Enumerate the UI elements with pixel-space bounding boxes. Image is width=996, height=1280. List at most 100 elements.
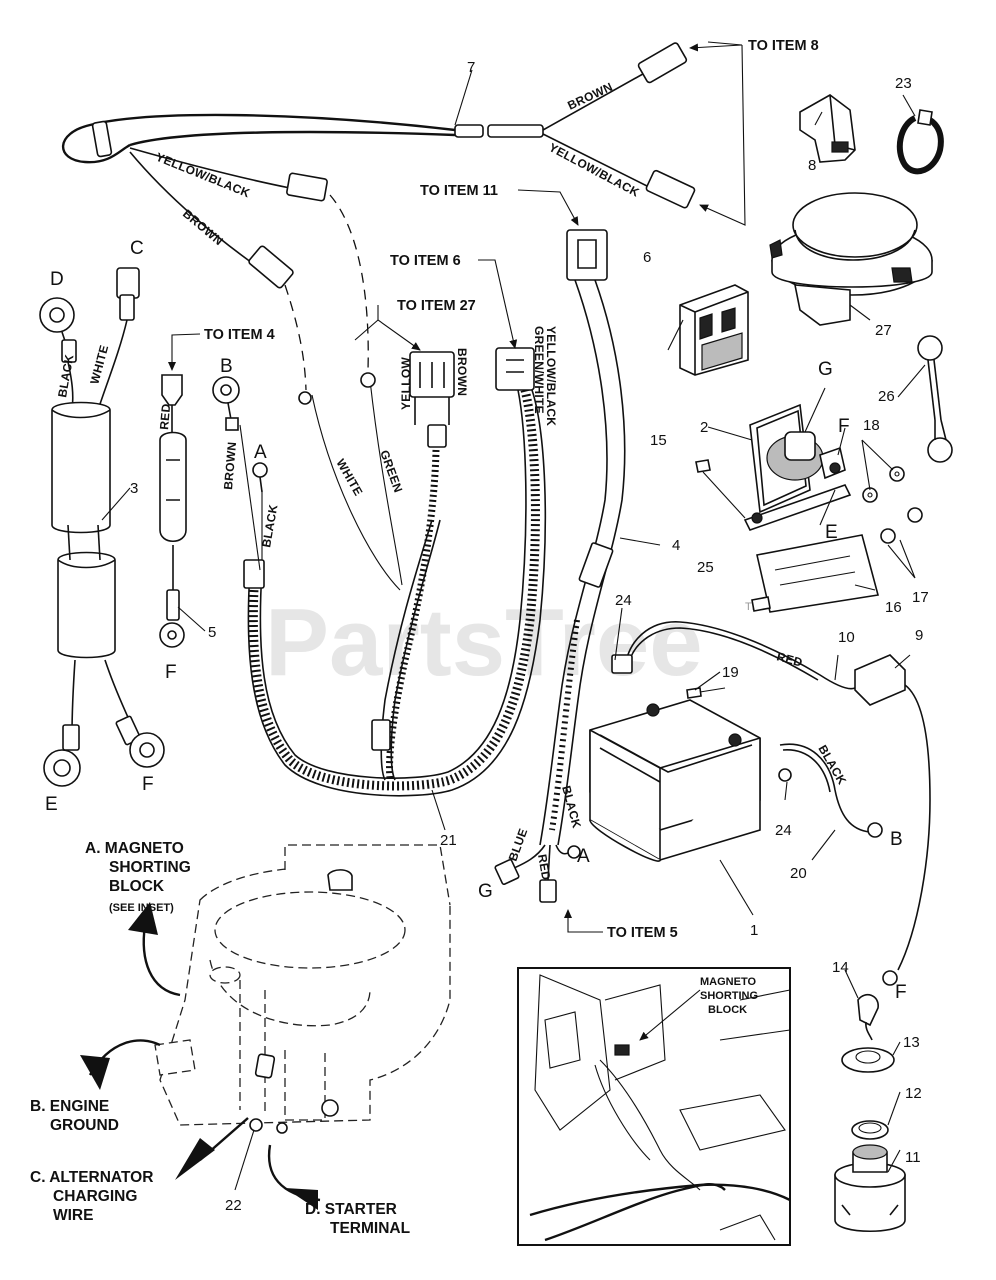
svg-text:21: 21	[440, 832, 457, 849]
svg-text:C. ALTERNATOR: C. ALTERNATOR	[30, 1169, 153, 1186]
svg-text:RED: RED	[157, 403, 173, 430]
harness-item-3	[39, 267, 165, 787]
bracket-item-8	[799, 94, 856, 163]
clip-item-23	[896, 109, 944, 175]
svg-text:E: E	[825, 522, 838, 543]
watermark: PartsTree TM	[265, 589, 761, 696]
svg-text:B: B	[890, 829, 903, 850]
svg-text:17: 17	[912, 589, 929, 606]
svg-text:F: F	[895, 982, 907, 1003]
svg-text:24: 24	[615, 592, 632, 609]
battery-item-1	[589, 699, 761, 862]
svg-text:A. MAGNETO: A. MAGNETO	[85, 840, 184, 857]
svg-text:9: 9	[915, 627, 923, 644]
module-item-27	[769, 192, 933, 326]
engine-callout-arrows	[80, 902, 321, 1210]
label-to-item-11: TO ITEM 11	[420, 183, 498, 199]
svg-text:12: 12	[905, 1085, 922, 1102]
svg-text:7: 7	[467, 59, 475, 76]
svg-text:18: 18	[863, 417, 880, 434]
svg-text:YELLOW: YELLOW	[399, 356, 413, 410]
svg-text:GROUND: GROUND	[50, 1117, 119, 1134]
svg-text:23: 23	[895, 75, 912, 92]
label-to-item-8: TO ITEM 8	[748, 38, 819, 54]
svg-text:26: 26	[878, 388, 895, 405]
harness-item-4	[494, 229, 626, 903]
svg-text:BROWN: BROWN	[455, 348, 469, 396]
svg-text:GREEN: GREEN	[377, 448, 405, 494]
svg-text:F: F	[165, 662, 177, 683]
connector-item-27	[298, 351, 455, 425]
svg-text:WHITE: WHITE	[87, 343, 111, 385]
svg-text:GREEN/WHITE: GREEN/WHITE	[532, 326, 546, 414]
reference-labels: TO ITEM 8 TO ITEM 11 TO ITEM 6 TO ITEM 2…	[204, 38, 819, 941]
svg-text:BROWN: BROWN	[221, 441, 239, 490]
svg-text:15: 15	[650, 432, 667, 449]
svg-text:2: 2	[700, 419, 708, 436]
svg-text:22: 22	[225, 1197, 242, 1214]
svg-text:BLACK: BLACK	[55, 353, 76, 398]
svg-text:19: 19	[722, 664, 739, 681]
svg-text:13: 13	[903, 1034, 920, 1051]
leader-lines	[101, 41, 926, 1191]
label-to-item-4: TO ITEM 4	[204, 327, 275, 343]
svg-text:SHORTING: SHORTING	[109, 859, 191, 876]
svg-text:TERMINAL: TERMINAL	[330, 1220, 410, 1237]
svg-text:1: 1	[750, 922, 758, 939]
engine-callout-labels: A. MAGNETO SHORTING BLOCK (SEE INSET) B.…	[30, 840, 410, 1237]
battery-cables	[611, 621, 931, 986]
svg-text:B: B	[220, 356, 233, 377]
svg-text:WIRE: WIRE	[53, 1207, 93, 1224]
svg-text:5: 5	[208, 624, 216, 641]
svg-text:YELLOW/BLACK: YELLOW/BLACK	[547, 140, 642, 199]
svg-text:BLOCK: BLOCK	[109, 878, 165, 895]
solenoid-item-2	[743, 403, 852, 531]
svg-text:SHORTING: SHORTING	[700, 990, 758, 1002]
svg-text:G: G	[818, 359, 833, 380]
svg-text:A: A	[577, 846, 590, 867]
svg-text:24: 24	[775, 822, 792, 839]
svg-text:RED: RED	[535, 853, 553, 881]
svg-text:20: 20	[790, 865, 807, 882]
ground-leads	[212, 376, 268, 493]
svg-text:YELLOW/BLACK: YELLOW/BLACK	[544, 326, 558, 426]
svg-text:RED: RED	[775, 649, 804, 669]
svg-text:D. STARTER: D. STARTER	[305, 1201, 397, 1218]
svg-text:A: A	[254, 442, 267, 463]
svg-text:BLACK: BLACK	[559, 784, 584, 830]
svg-text:8: 8	[808, 157, 816, 174]
svg-text:CHARGING: CHARGING	[53, 1188, 137, 1205]
svg-text:25: 25	[697, 559, 714, 576]
svg-text:PartsTree: PartsTree	[265, 589, 703, 696]
harness-item-21	[239, 379, 547, 797]
connector-to-item-6	[495, 347, 535, 391]
ignition-switch	[834, 993, 906, 1233]
svg-text:WHITE: WHITE	[333, 457, 365, 499]
inset-label: MAGNETO SHORTING BLOCK	[700, 976, 758, 1016]
terminal-letters: C D B A F E F G F E B F A G	[45, 238, 907, 1003]
svg-text:27: 27	[875, 322, 892, 339]
svg-text:11: 11	[905, 1149, 921, 1166]
svg-text:16: 16	[885, 599, 902, 616]
label-to-item-6: TO ITEM 6	[390, 253, 461, 269]
svg-text:6: 6	[643, 249, 651, 266]
harness-item-7	[61, 42, 696, 391]
svg-text:E: E	[45, 794, 58, 815]
lead-item-26	[917, 335, 953, 463]
svg-text:F: F	[142, 774, 154, 795]
svg-text:G: G	[478, 881, 493, 902]
svg-text:BROWN: BROWN	[180, 207, 226, 249]
label-to-item-27: TO ITEM 27	[397, 298, 476, 314]
engine-drawing	[154, 844, 451, 1134]
svg-text:F: F	[838, 416, 850, 437]
svg-text:BLOCK: BLOCK	[708, 1004, 747, 1016]
fasteners	[695, 459, 923, 613]
part-numbers: 1 2 3 4 5 6 7 8 9 10 11 12 13 14 15 16 1…	[130, 59, 929, 1214]
svg-text:4: 4	[672, 537, 680, 554]
svg-text:BLUE: BLUE	[506, 826, 531, 863]
svg-text:(SEE INSET): (SEE INSET)	[109, 902, 174, 914]
svg-text:C: C	[130, 238, 144, 259]
svg-text:10: 10	[838, 629, 855, 646]
label-to-item-5: TO ITEM 5	[607, 925, 678, 941]
